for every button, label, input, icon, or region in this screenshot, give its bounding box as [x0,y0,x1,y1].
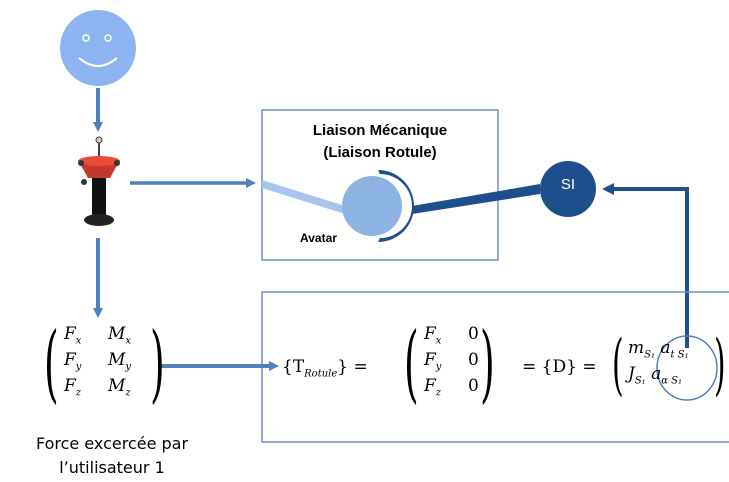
liaison-title-line2: (Liaison Rotule) [323,144,437,161]
si-label: SI [560,176,576,193]
rhs-row1: mS₁ at S₁ [628,338,689,361]
force-row-z: Fz [64,376,82,399]
liaison-title-line1: Liaison Mécanique [312,122,448,139]
avatar-link [262,180,345,214]
moment-row-x: Mx [108,324,132,347]
force-row-y: Fy [64,350,82,373]
torsor-zero-z: 0 [468,376,479,396]
joint-to-si-link [412,184,540,214]
torsor-zero-x: 0 [468,324,479,344]
torsor-lhs: {TRotule} = [282,357,368,380]
moment-row-z: Mz [108,376,131,399]
avatar-label: Avatar [300,231,337,245]
si-node [540,161,596,217]
torsor-matrix: ( ) Fx 0 Fy 0 Fz 0 [404,314,495,412]
feedback-arrow [602,183,689,348]
liaison-title: Liaison Mécanique (Liaison Rotule) [262,120,498,164]
force-caption: Force excercée par l’utilisateur 1 [0,432,224,480]
force-row-x: Fx [64,324,82,347]
ball-joint-icon [342,170,414,242]
torsor-zero-y: 0 [468,350,479,370]
rhs-row2: JS₁ aα S₁ [628,364,683,387]
caption-line2: l’utilisateur 1 [59,458,165,477]
torsor-row-y: Fy [424,350,442,373]
caption-line1: Force excercée par [35,434,189,453]
torsor-row-z: Fz [424,376,442,399]
haptic-device-icon [78,136,120,226]
user-forces-matrix: ( ) Fx Mx Fy My Fz Mz [44,314,165,412]
highlight-circle [656,335,718,401]
rhs-matrix: ( ) mS₁ at S₁ JS₁ aα S₁ [612,326,726,403]
moment-row-y: My [108,350,132,373]
equals-d: = {D} = [522,357,597,377]
smiley-face-icon [60,10,136,86]
torsor-row-x: Fx [424,324,442,347]
